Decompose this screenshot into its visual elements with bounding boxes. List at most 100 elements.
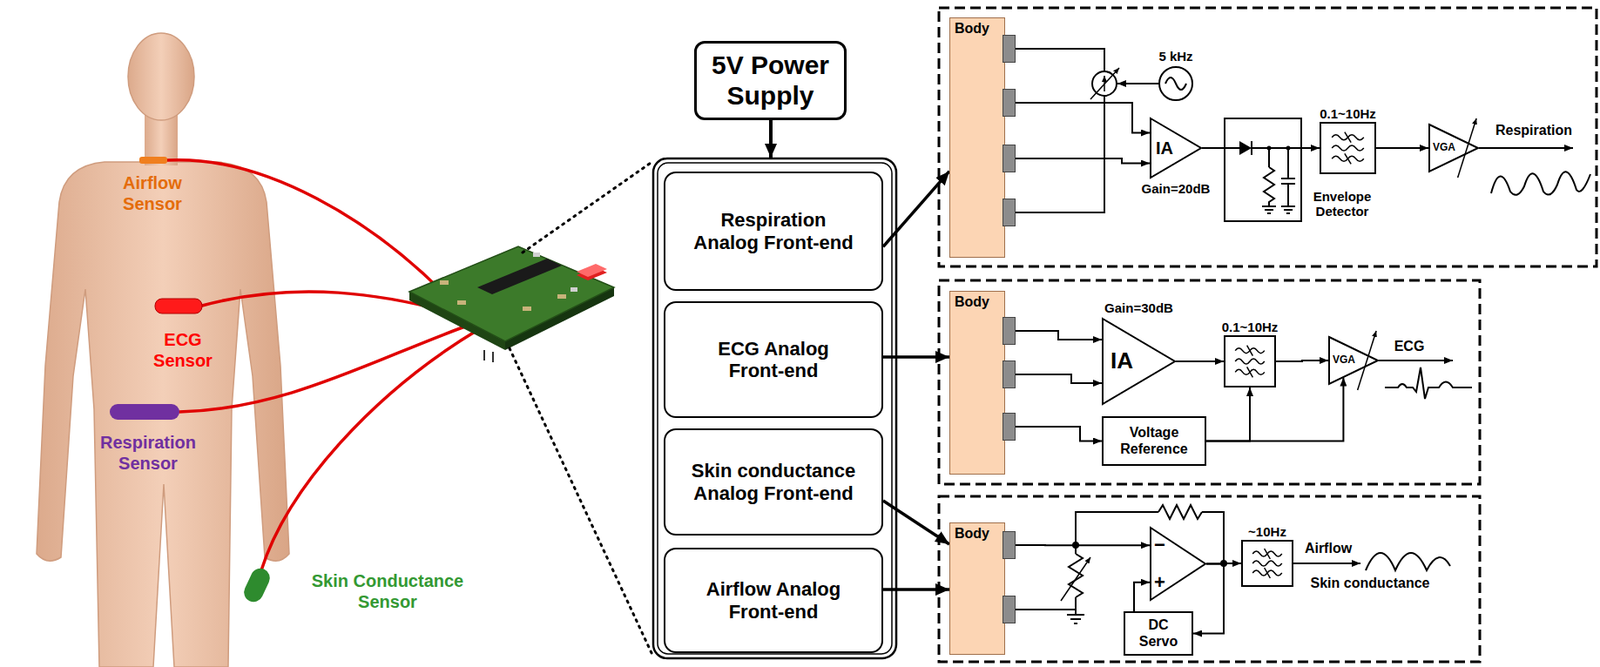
human-body [36, 162, 290, 667]
input-sign: + [1154, 571, 1166, 594]
respiration-sensor [109, 404, 180, 420]
ground-symbol [1286, 212, 1290, 215]
signal-wire [1302, 147, 1320, 149]
signal-wire [1201, 147, 1224, 149]
component [457, 300, 466, 305]
node-text: Body [954, 526, 990, 542]
signal-wire [1005, 330, 1102, 340]
power-arrow [769, 118, 773, 158]
ground-symbol [1264, 209, 1274, 211]
node-text: Skin conductance Analog Front-end [688, 459, 859, 505]
node-text: Voltage Reference [1110, 425, 1198, 458]
signal-wire [1175, 360, 1224, 363]
filter-band: 0.1~10Hz [1319, 106, 1377, 122]
signal-wire [1134, 582, 1150, 612]
filter-box: 0.1~10Hz [1319, 121, 1377, 175]
human-figure [36, 33, 290, 667]
zoom-lines [509, 161, 654, 657]
airflow-sensor [139, 156, 168, 164]
filter-wave [1235, 358, 1265, 365]
ecg-circuit [1378, 360, 1472, 399]
sensors [109, 156, 273, 606]
vga-triangle: VGA [1328, 336, 1379, 385]
electrode-pad [1002, 412, 1016, 441]
amplifier-symbol [1102, 318, 1175, 405]
ground-symbol [1262, 205, 1276, 208]
junction-dot [1286, 146, 1291, 151]
node-text: Body [954, 294, 990, 311]
signal-name: Skin conductance [1296, 574, 1445, 592]
filter-band: ~10Hz [1248, 524, 1287, 540]
resistor-symbol [1263, 167, 1275, 207]
amplifier-symbol [1429, 124, 1479, 172]
adjust-arrow [1060, 557, 1091, 601]
electrode-pad [1002, 144, 1016, 173]
front-end-box: Skin conductance Analog Front-end [663, 428, 884, 536]
ground-symbol [1073, 622, 1078, 625]
board-top [409, 246, 615, 342]
block-arrow [883, 355, 950, 359]
amplifier-name: IA [1155, 138, 1174, 159]
filter-slash [1344, 153, 1351, 164]
filter-slash [1344, 132, 1351, 143]
filter-slash [1264, 548, 1271, 560]
detail-panel [938, 496, 1480, 662]
detail-panel [938, 280, 1480, 485]
gain-label: Gain=20dB [1141, 181, 1211, 196]
sensor-label: Airflow Sensor [100, 172, 205, 215]
node-text: VGA [1332, 354, 1356, 367]
node-text: VGA [1432, 141, 1456, 155]
reference-box: Voltage Reference [1101, 416, 1207, 466]
opamp-symbol [1150, 527, 1206, 601]
filter-box-outline [1242, 541, 1292, 586]
capacitor-symbol [1281, 177, 1296, 180]
sensor-label: ECG Sensor [139, 329, 227, 372]
ground-symbol [1070, 618, 1081, 621]
filter-wave [1331, 145, 1364, 151]
resistor-symbol [1158, 505, 1202, 520]
junction-dot [1267, 146, 1272, 151]
filter-slash [1264, 567, 1271, 579]
block-arrow [883, 500, 950, 545]
amplifier-name: IA [1110, 348, 1134, 375]
signal-wire [1206, 387, 1250, 442]
front-end-housing-inner [657, 162, 892, 655]
wire [1075, 512, 1159, 546]
signal-name: ECG [1387, 337, 1432, 355]
node-text: Envelope Detector [1305, 189, 1379, 220]
component [439, 280, 449, 285]
front-end-box: ECG Analog Front-end [663, 301, 884, 419]
ecg-waveform [1384, 367, 1472, 399]
oscillator-symbol-outline [1158, 66, 1194, 102]
servo-box: DC Servo [1123, 611, 1194, 656]
sensor-wire [261, 329, 480, 571]
front-end-box: Airflow Analog Front-end [663, 547, 884, 654]
wire [1251, 147, 1301, 149]
wire [1117, 82, 1159, 85]
airflow-waveform [1365, 553, 1451, 571]
node-text: Respiration Analog Front-end [688, 209, 859, 254]
input-sign: − [1154, 534, 1166, 557]
skin-conductance-sensor [241, 565, 274, 606]
sensor-label: Skin Conductance Sensor [287, 570, 488, 613]
signal-wire [1005, 158, 1150, 163]
ground-symbol [1267, 212, 1271, 215]
wire [1201, 512, 1224, 564]
respiration-waveform [1491, 171, 1591, 195]
front-end-housing [653, 158, 897, 659]
component [576, 263, 608, 277]
chip [477, 258, 562, 295]
ecg-sensor [155, 298, 203, 314]
filter-box: ~10Hz [1241, 540, 1294, 588]
front-end-box: Respiration Analog Front-end [663, 171, 884, 291]
amplifier-symbol [1150, 118, 1202, 178]
wire [1010, 95, 1105, 213]
wire [1074, 545, 1077, 554]
component [570, 287, 578, 292]
filter-slash [1247, 345, 1254, 357]
amplifier-triangle: Gain=30dBIA [1101, 317, 1176, 406]
block-arrow [883, 171, 950, 248]
ground-symbol [1281, 205, 1296, 208]
filter-box-outline [1321, 123, 1375, 173]
